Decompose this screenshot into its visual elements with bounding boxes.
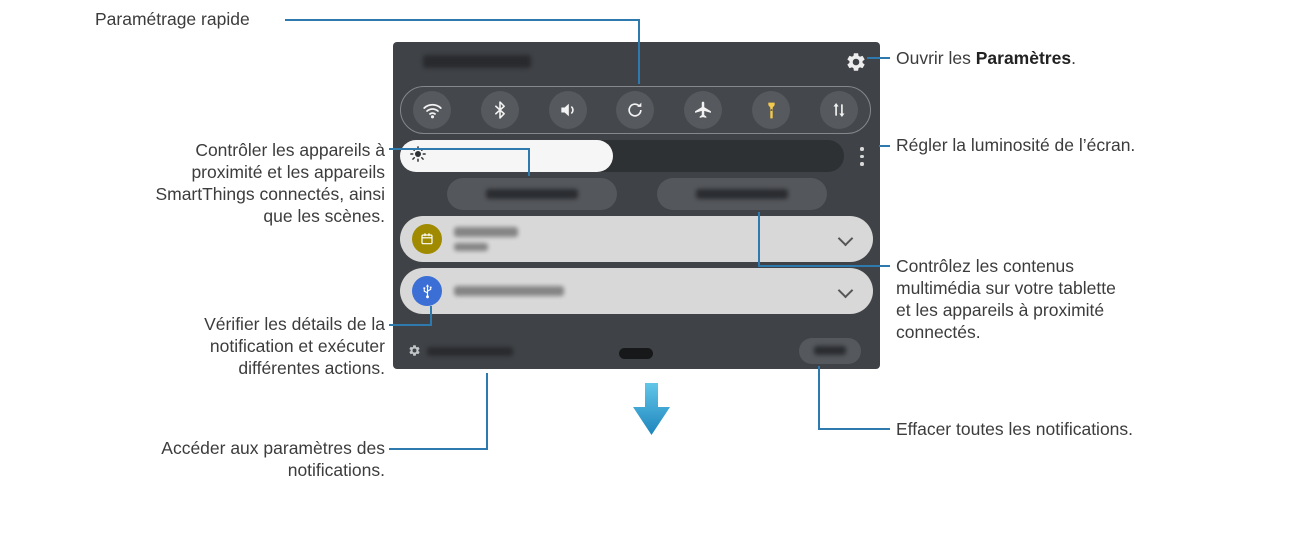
callout-line: multimédia sur votre tablette	[896, 278, 1116, 298]
airplane-mode-toggle[interactable]	[684, 91, 723, 129]
chevron-down-icon[interactable]	[837, 230, 854, 247]
gear-icon	[845, 53, 867, 77]
data-sync-toggle[interactable]	[819, 91, 858, 129]
callout-clear-notifications: Effacer toutes les notifications.	[896, 419, 1134, 439]
chevron-down-icon[interactable]	[837, 282, 854, 299]
swipe-down-arrow-icon	[633, 383, 670, 440]
callout-open-settings-prefix: Ouvrir les	[896, 48, 976, 68]
brightness-row	[400, 140, 873, 172]
connector-notification-details-h	[389, 324, 432, 326]
notification-settings-gear-icon	[408, 344, 421, 357]
media-output-button[interactable]	[656, 178, 827, 210]
connector-open-settings	[867, 57, 890, 59]
callout-line: connectés.	[896, 322, 981, 342]
panel-bottom-row	[400, 338, 873, 364]
callout-open-settings: Ouvrir les Paramètres.	[896, 47, 1076, 69]
callout-notification-details: Vérifier les détails de la notification …	[204, 313, 385, 379]
flashlight-toggle[interactable]	[752, 91, 791, 129]
callout-brightness: Régler la luminosité de l’écran.	[896, 135, 1136, 155]
callout-device-control: Contrôler les appareils à proximité et l…	[155, 139, 385, 227]
auto-rotate-icon	[625, 100, 645, 120]
connector-device-control-v	[528, 148, 530, 176]
callout-open-settings-bold: Paramètres	[975, 48, 1072, 68]
callout-open-settings-suffix: .	[1071, 48, 1076, 68]
auto-rotate-toggle[interactable]	[616, 91, 655, 129]
callout-line: Vérifier les détails de la	[204, 314, 385, 334]
panel-more-options-button[interactable]	[857, 147, 867, 166]
callout-line: proximité et les appareils	[191, 162, 385, 182]
callout-line: différentes actions.	[238, 358, 385, 378]
notification-card-meeting[interactable]	[400, 216, 873, 262]
connector-notification-settings-h	[389, 448, 488, 450]
device-control-label-redacted	[485, 189, 578, 199]
device-control-button[interactable]	[446, 178, 617, 210]
callout-media-output: Contrôlez les contenus multimédia sur vo…	[896, 255, 1116, 343]
volume-toggle[interactable]	[548, 91, 587, 129]
quick-settings-row	[400, 86, 871, 134]
notification-card-usb[interactable]	[400, 268, 873, 314]
volume-icon	[558, 100, 578, 120]
callout-line: notifications.	[287, 460, 385, 480]
status-time-redacted	[423, 55, 531, 68]
notification-settings-link[interactable]	[427, 347, 513, 356]
callout-line: notification et exécuter	[209, 336, 385, 356]
usb-icon	[412, 276, 442, 306]
data-sync-icon	[829, 100, 849, 120]
connector-clear-h	[818, 428, 890, 430]
wifi-icon	[422, 100, 443, 121]
notification-panel	[393, 42, 880, 369]
callout-line: Accéder aux paramètres des	[161, 438, 385, 458]
airplane-mode-icon	[693, 100, 713, 120]
media-output-label-redacted	[695, 189, 788, 199]
panel-drag-handle[interactable]	[619, 348, 653, 359]
connector-quick-settings-h	[285, 19, 640, 21]
open-settings-button[interactable]	[845, 51, 867, 73]
connector-device-control-h	[389, 148, 530, 150]
flashlight-icon	[762, 101, 781, 120]
brightness-slider-fill	[400, 140, 613, 172]
notification-title-redacted	[454, 227, 518, 237]
callout-quick-settings: Paramétrage rapide	[95, 9, 250, 29]
callout-notification-settings: Accéder aux paramètres des notifications…	[161, 437, 385, 481]
panel-buttons-row	[393, 178, 880, 210]
notification-subtitle-redacted	[454, 243, 488, 251]
callout-line: Contrôler les appareils à	[195, 140, 385, 160]
callout-line: SmartThings connectés, ainsi	[155, 184, 385, 204]
connector-media-output-v	[758, 212, 760, 267]
callout-line: que les scènes.	[263, 206, 385, 226]
connector-clear-v	[818, 366, 820, 430]
clear-notifications-button[interactable]	[799, 338, 861, 364]
connector-brightness	[879, 145, 890, 147]
connector-notification-details-v	[430, 306, 432, 326]
connector-quick-settings-v	[638, 19, 640, 84]
calendar-icon	[412, 224, 442, 254]
bluetooth-toggle[interactable]	[480, 91, 519, 129]
callout-line: et les appareils à proximité	[896, 300, 1105, 320]
notification-title-redacted	[454, 286, 564, 296]
connector-media-output-h	[758, 265, 890, 267]
connector-notification-settings-v	[486, 373, 488, 450]
callout-line: Contrôlez les contenus	[896, 256, 1075, 276]
bluetooth-icon	[490, 100, 510, 120]
clear-label-redacted	[814, 346, 846, 355]
brightness-slider[interactable]	[400, 140, 844, 172]
wifi-toggle[interactable]	[413, 91, 451, 129]
